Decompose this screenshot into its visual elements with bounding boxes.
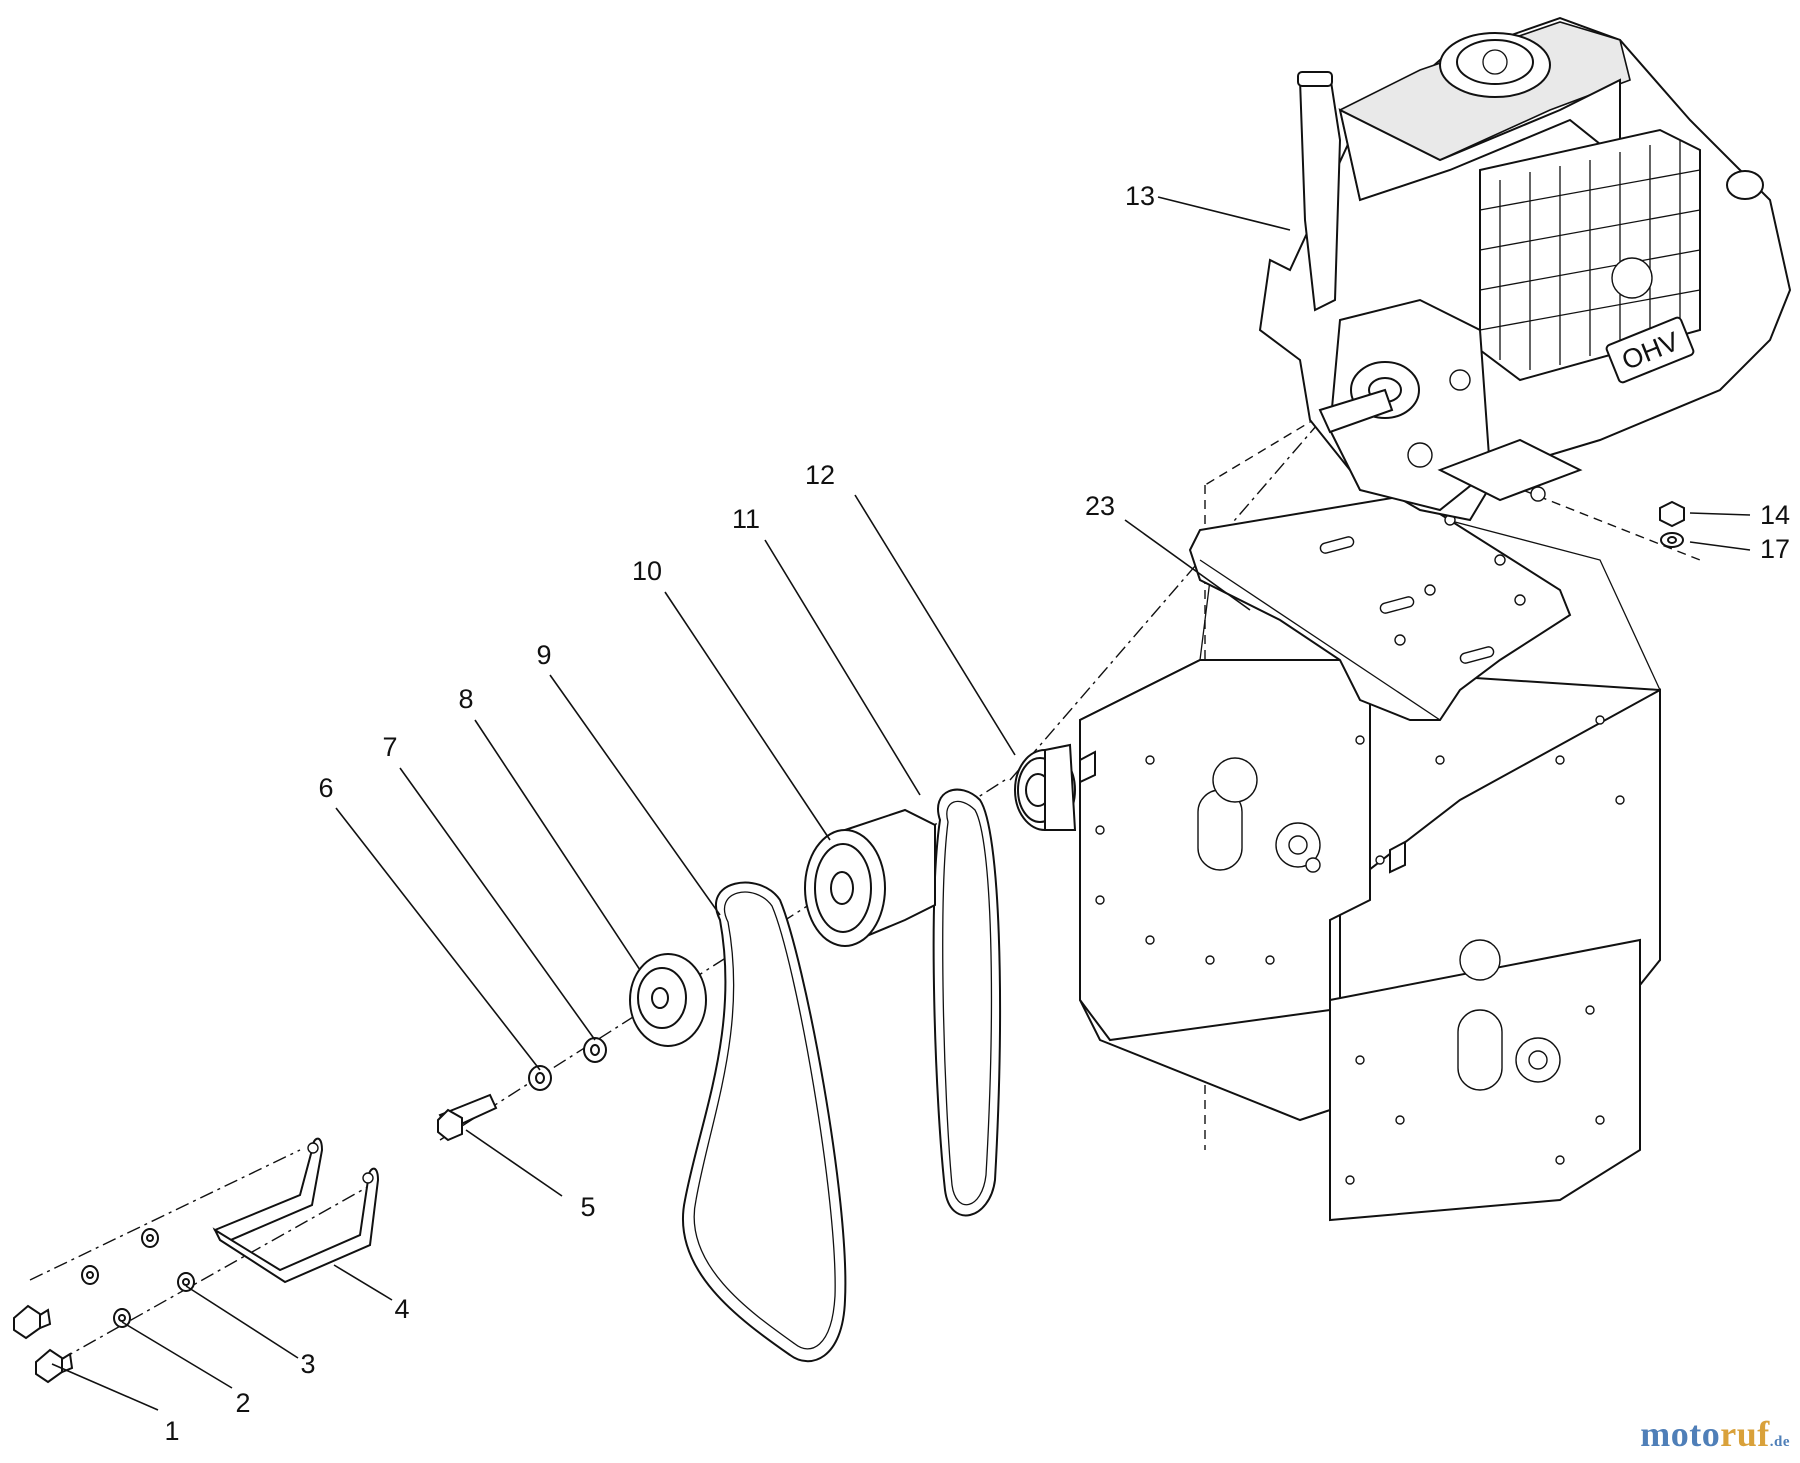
callout-5: 5 [580, 1192, 595, 1222]
watermark-logo: motoruf.de [1640, 1413, 1790, 1455]
engine-pulley [1014, 743, 1077, 831]
air-cleaner-guard [1479, 128, 1701, 382]
watermark-part-b: ruf [1720, 1414, 1770, 1454]
callout-3: 3 [300, 1349, 315, 1379]
callout-2: 2 [235, 1388, 250, 1418]
washers-6-7 [528, 1037, 607, 1091]
callout-6: 6 [318, 773, 333, 803]
frame-mounting-holes [1095, 615, 1625, 1185]
bracket-hardware [13, 1228, 195, 1384]
callout-1: 1 [164, 1416, 179, 1446]
drive-belt-large [932, 788, 1001, 1217]
callout-13: 13 [1125, 181, 1155, 211]
callout-labels: 1 2 3 4 5 6 7 8 9 10 11 12 13 14 17 23 [164, 181, 1790, 1446]
callout-9: 9 [536, 640, 551, 670]
idler-bracket [212, 1137, 380, 1284]
callout-8: 8 [458, 684, 473, 714]
idler-pulley-large [804, 808, 936, 947]
watermark-part-c: .de [1769, 1434, 1790, 1450]
callout-23: 23 [1085, 491, 1115, 521]
engine-nut-and-washer [1659, 500, 1685, 548]
callout-11: 11 [732, 504, 760, 534]
engine-assembly: OHV [1258, 16, 1792, 522]
shoulder-bolt [437, 1093, 498, 1142]
callout-7: 7 [382, 732, 397, 762]
callout-12: 12 [805, 460, 835, 490]
drive-belt-small [682, 881, 847, 1363]
callout-10: 10 [632, 556, 662, 586]
pulley-small [629, 953, 707, 1047]
callout-4: 4 [394, 1294, 409, 1324]
frame-housing [1079, 504, 1661, 1222]
callout-17: 17 [1760, 534, 1790, 564]
leader-lines [51, 196, 1751, 1411]
callout-14: 14 [1760, 500, 1790, 530]
watermark-part-a: moto [1640, 1414, 1721, 1454]
